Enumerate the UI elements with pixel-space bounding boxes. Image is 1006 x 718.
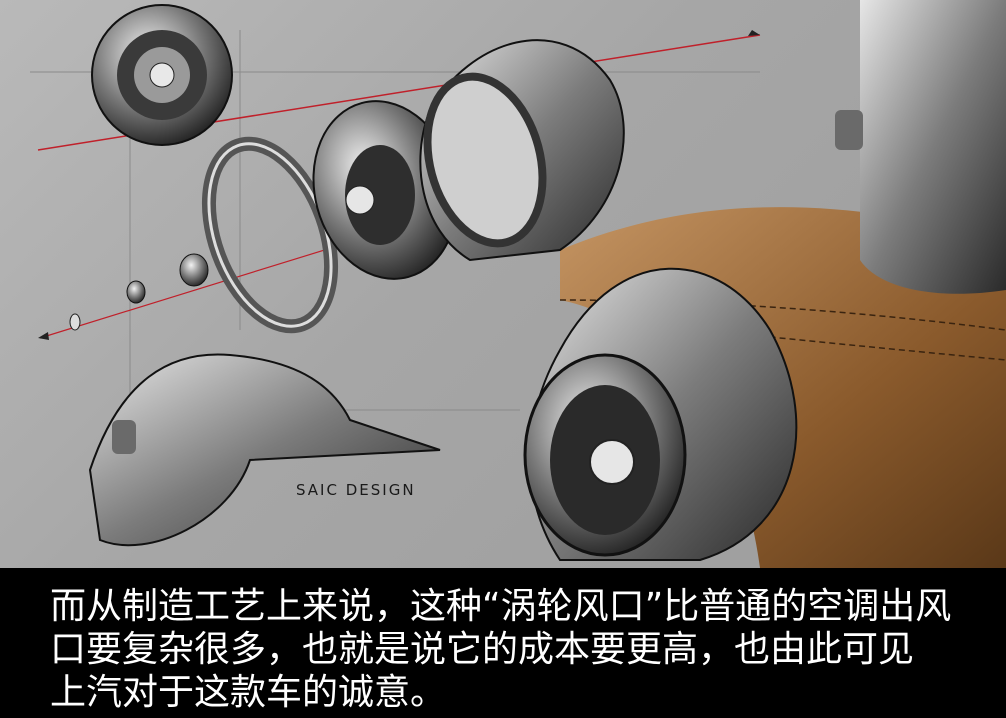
sketch-drawing [30, 0, 1006, 568]
caption-line: 而从制造工艺上来说，这种“涡轮风口”比普通的空调出风 [50, 586, 952, 627]
caption-text: 而从制造工艺上来说，这种“涡轮风口”比普通的空调出风 口要复杂很多，也就是说它的… [50, 585, 980, 714]
caption-line: 口要复杂很多，也就是说它的成本要更高，也由此可见 [50, 629, 915, 670]
vent-housing-lower [88, 353, 441, 547]
caption-line: 上汽对于这款车的诚意。 [50, 672, 447, 713]
side-vent-housing [860, 0, 1006, 294]
caption-band [0, 568, 1006, 718]
design-sketch: SAIC DESIGN [0, 0, 1006, 568]
brand-watermark: SAIC DESIGN [296, 481, 416, 499]
